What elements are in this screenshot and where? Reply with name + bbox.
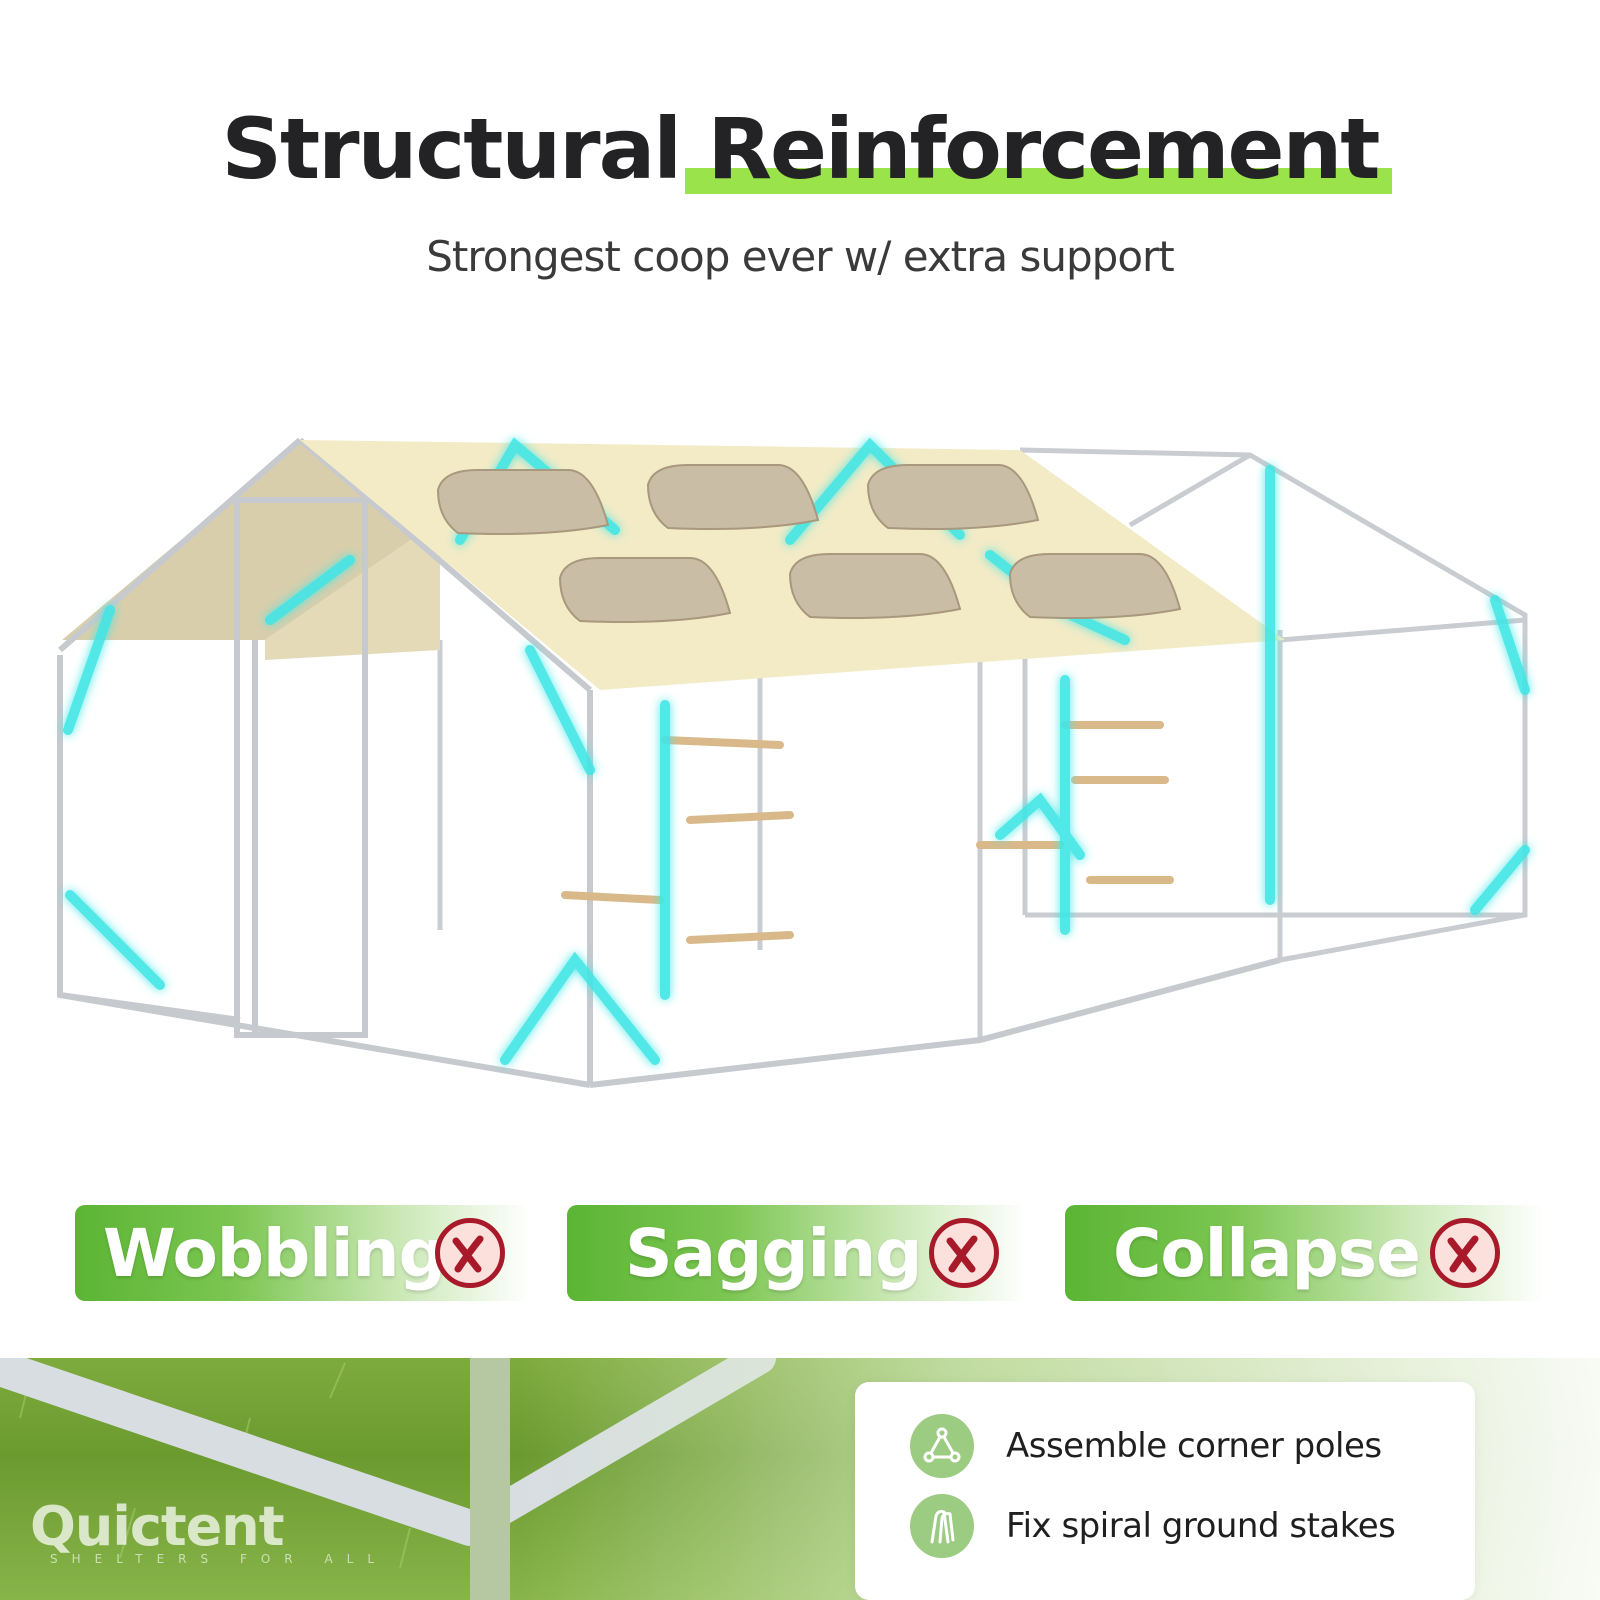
feature-text: Assemble corner poles — [1006, 1426, 1382, 1466]
subheadline: Strongest coop ever w/ extra support — [426, 232, 1175, 281]
badge-label: Collapse — [1113, 1214, 1421, 1292]
brand-tagline: SHELTERS FOR ALL — [50, 1552, 389, 1566]
badge-sagging: Sagging — [567, 1205, 1027, 1301]
badge-collapse: Collapse — [1065, 1205, 1545, 1301]
headline-part1: Structural — [221, 100, 683, 198]
coop-illustration — [0, 400, 1600, 1120]
ground-stake-icon — [910, 1494, 974, 1558]
badge-label: Sagging — [625, 1214, 922, 1292]
brand-name: Quictent — [30, 1495, 285, 1558]
x-circle-icon — [929, 1218, 999, 1288]
x-circle-icon — [435, 1218, 505, 1288]
feature-item-corner-poles: Assemble corner poles — [910, 1414, 1382, 1478]
brand-watermark: Quictent SHELTERS FOR ALL — [30, 1495, 388, 1566]
x-circle-icon — [1430, 1218, 1500, 1288]
badge-label: Wobbling — [103, 1214, 446, 1292]
badge-wobbling: Wobbling — [75, 1205, 530, 1301]
headline: Structural Reinforcement — [0, 100, 1600, 198]
feature-text: Fix spiral ground stakes — [1006, 1506, 1396, 1546]
headline-highlighted-word: Reinforcement — [707, 100, 1380, 198]
problem-badges: Wobbling Sagging Collapse — [0, 1205, 1600, 1305]
triangle-nodes-icon — [910, 1414, 974, 1478]
feature-item-ground-stakes: Fix spiral ground stakes — [910, 1494, 1396, 1558]
feature-card: Assemble corner poles Fix spiral ground … — [855, 1382, 1475, 1600]
